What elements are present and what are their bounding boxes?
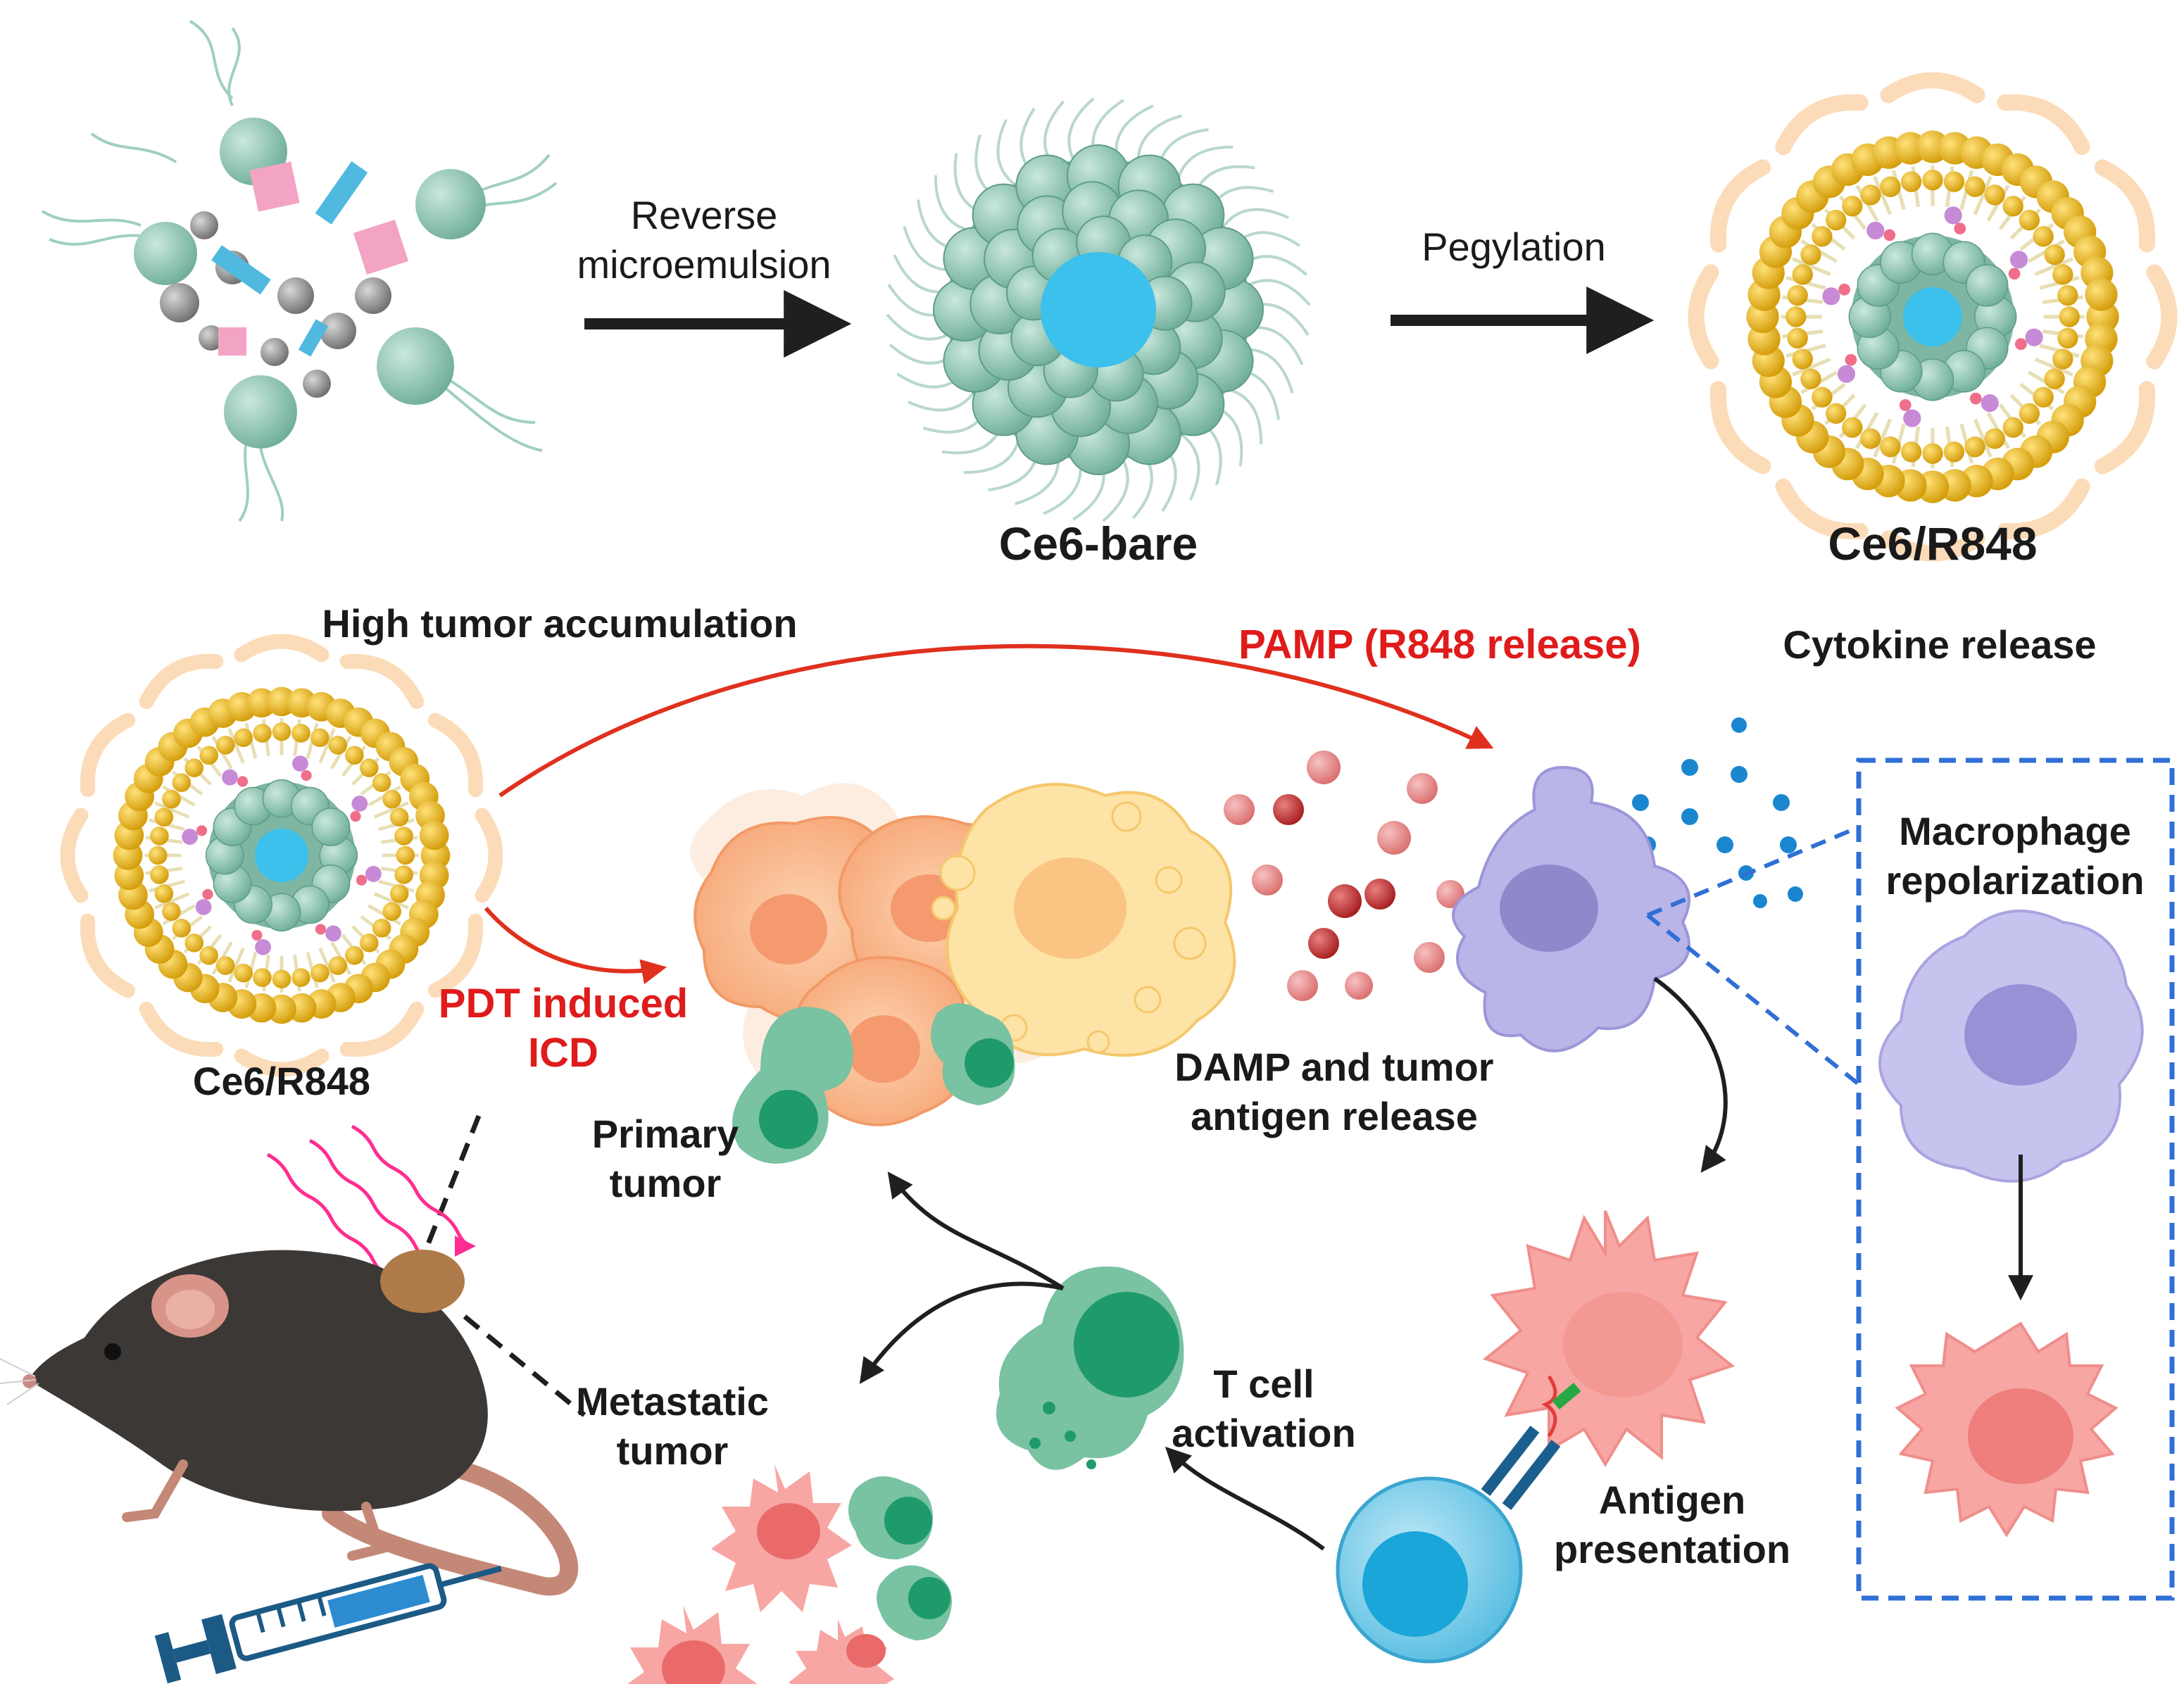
pdt-arrow — [484, 907, 667, 984]
antigen-label-line1: Antigen — [1599, 1478, 1745, 1522]
metastatic-label-line1: Metastatic — [576, 1379, 769, 1424]
ce6-r848-left-label: Ce6/R848 — [193, 1059, 370, 1103]
macrophage-label-line2: repolarization — [1885, 858, 2144, 903]
ce6-r848-top-label: Ce6/R848 — [1828, 517, 2037, 570]
ce6-r848-particle-top — [1688, 72, 2178, 562]
macrophage-m1 — [1895, 1321, 2119, 1538]
macrophage-repolarization-box — [1856, 758, 2175, 1601]
primary-tumor-cluster — [690, 783, 1236, 1126]
ce6-r848-particle-left — [60, 634, 503, 1077]
pamp-label: PAMP (R848 release) — [1238, 622, 1641, 667]
ce6-bare-particle — [886, 97, 1311, 522]
reverse-micelle-mixture — [41, 20, 558, 522]
damp-label-line2: antigen release — [1191, 1094, 1478, 1138]
antigen-label-line2: presentation — [1554, 1527, 1790, 1571]
macrophage-zoom-lines — [1646, 825, 1860, 1086]
pdt-label-line1: PDT induced — [439, 981, 688, 1026]
macrophage-center — [1452, 765, 1690, 1052]
pegylation-label: Pegylation — [1422, 225, 1606, 269]
pamp-arrow — [498, 643, 1494, 798]
reverse-label-line2: microemulsion — [577, 242, 831, 287]
syringe-icon — [154, 1563, 502, 1684]
to-t-cell-activation-arrow — [1165, 1446, 1325, 1551]
to-primary-tumor-arrow — [887, 1171, 1065, 1290]
to-metastatic-tumor-arrow — [859, 1281, 1064, 1384]
metastatic-tumors — [627, 1464, 952, 1684]
high-tumor-accumulation-label: High tumor accumulation — [322, 601, 797, 646]
macrophage-m2 — [1878, 910, 2144, 1183]
tumor-zoom-lines — [416, 1114, 586, 1417]
activated-t-cell — [996, 1267, 1184, 1470]
damp-particles — [1224, 750, 1464, 1001]
ce6-bare-label: Ce6-bare — [999, 517, 1198, 570]
t-cell-label-line2: activation — [1172, 1411, 1355, 1455]
mouse-illustration — [0, 1250, 579, 1596]
damp-label-line1: DAMP and tumor — [1174, 1045, 1493, 1089]
reverse-label-line1: Reverse — [631, 193, 778, 237]
naive-t-cell — [1336, 1375, 1581, 1664]
primary-tumor-label-line1: Primary — [592, 1112, 739, 1156]
to-antigen-presentation-arrow — [1653, 976, 1728, 1173]
metastatic-label-line2: tumor — [617, 1428, 729, 1473]
macrophage-label-line1: Macrophage — [1899, 809, 2131, 853]
t-cell-label-line1: T cell — [1213, 1362, 1314, 1406]
pdt-label-line2: ICD — [528, 1030, 598, 1076]
dendritic-cell — [1482, 1210, 1736, 1467]
t-cells-primary — [732, 1003, 1015, 1164]
primary-tumor-label-line2: tumor — [610, 1161, 722, 1205]
cytokine-release-label: Cytokine release — [1783, 622, 2096, 667]
